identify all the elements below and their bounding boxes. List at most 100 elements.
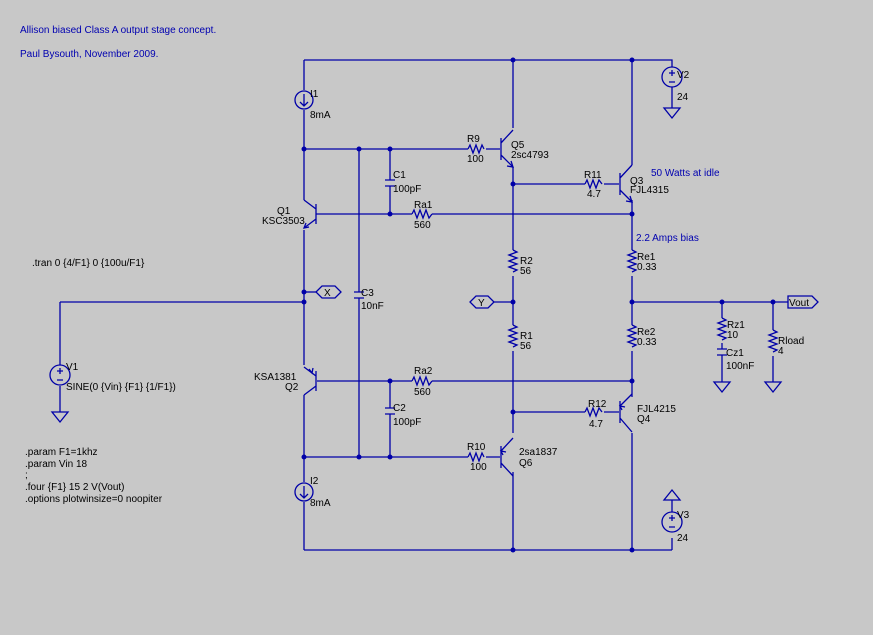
junction [629,57,635,63]
net-label-x[interactable]: X [315,285,342,299]
ra1-ref: Ra1 [414,200,433,211]
junction [719,299,725,305]
resistor-rload[interactable] [767,329,779,353]
ra1-value: 560 [414,220,431,231]
v3-ref: V3 [677,510,690,521]
current-source-i2[interactable] [294,482,314,502]
junction [356,146,362,152]
junction [629,299,635,305]
directive-four: .four {F1} 15 2 V(Vout) [25,482,125,493]
resistor-re2[interactable] [626,324,638,348]
schematic-author: Paul Bysouth, November 2009. [20,49,158,60]
q4-ref: Q4 [637,414,651,425]
ra2-ref: Ra2 [414,366,433,377]
junction [629,378,635,384]
resistor-ra1[interactable] [411,208,433,220]
q4-model: FJL4215 [637,404,676,415]
current-source-i1[interactable] [294,90,314,110]
net-label-vout[interactable]: Vout [787,295,819,309]
junction [387,378,393,384]
q6-model: 2sa1837 [519,447,558,458]
re1-ref: Re1 [637,252,656,263]
c3-value: 10nF [361,301,384,312]
transistor-q1[interactable] [302,199,317,229]
ground-symbol [712,381,732,394]
junction [510,57,516,63]
r12-value: 4.7 [589,419,603,430]
c3-ref: C3 [361,288,374,299]
transistor-q6[interactable] [499,437,514,477]
junctions [301,57,776,553]
q6-ref: Q6 [519,458,533,469]
resistor-r9[interactable] [467,143,485,155]
cz1-ref: Cz1 [726,348,744,359]
r1-value: 56 [520,341,532,352]
q5-model: 2sc4793 [511,150,549,161]
c2-ref: C2 [393,403,406,414]
r2-ref: R2 [520,256,533,267]
transistor-q2[interactable] [303,366,317,396]
resistor-ra2[interactable] [411,375,433,387]
resistor-r1[interactable] [507,324,519,348]
rz1-value: 10 [727,330,739,341]
r10-value: 100 [470,462,487,473]
net-label-y-text: Y [478,298,485,309]
re1-value: 0.33 [637,262,657,273]
i1-value: 8mA [310,110,331,121]
r2-value: 56 [520,266,532,277]
directive-options: .options plotwinsize=0 noopiter [25,494,163,505]
i2-ref: I2 [310,476,319,487]
schematic-title: Allison biased Class A output stage conc… [20,25,216,36]
r9-value: 100 [467,154,484,165]
r10-ref: R10 [467,442,486,453]
resistor-r12[interactable] [584,406,603,418]
c2-value: 100pF [393,417,421,428]
cz1-value: 100nF [726,361,754,372]
resistor-r11[interactable] [584,178,603,190]
note-idle-power: 50 Watts at idle [651,168,720,179]
net-label-vout-text: Vout [789,298,809,309]
transistor-q5[interactable] [500,129,514,168]
i2-value: 8mA [310,498,331,509]
net-label-x-text: X [324,288,331,299]
capacitor-c3[interactable] [354,291,364,299]
junction [387,454,393,460]
q3-model: FJL4315 [630,185,669,196]
q2-ref: Q2 [285,382,299,393]
r11-ref: R11 [584,170,602,181]
v1-ref: V1 [66,362,79,373]
wire-input [59,301,304,412]
c1-ref: C1 [393,170,406,181]
resistor-re1[interactable] [626,249,638,273]
c1-value: 100pF [393,184,421,195]
transistor-q3[interactable] [619,164,633,203]
directive-param-f1: .param F1=1khz [25,447,98,458]
capacitor-c2[interactable] [385,407,395,415]
voltage-source-v1[interactable] [49,364,71,386]
i1-ref: I1 [310,89,319,100]
v3-value: 24 [677,533,689,544]
junction [770,299,776,305]
directive-comment: ; [25,470,28,481]
ground-symbol [50,411,70,424]
resistor-r10[interactable] [467,451,485,463]
r12-ref: R12 [588,399,607,410]
resistor-rz1[interactable] [716,317,728,341]
transistor-q4[interactable] [618,393,633,433]
resistor-r2[interactable] [507,249,519,273]
re2-ref: Re2 [637,327,656,338]
net-label-y[interactable]: Y [469,295,495,309]
rload-value: 4 [778,346,784,357]
v1-value: SINE(0 {Vin} {F1} {1/F1}) [66,382,176,393]
ra2-value: 560 [414,387,431,398]
capacitor-cz1[interactable] [717,348,727,356]
junction [301,299,307,305]
rz1-ref: Rz1 [727,320,745,331]
capacitor-c1[interactable] [385,179,395,187]
rload-ref: Rload [778,336,804,347]
r9-ref: R9 [467,134,480,145]
re2-value: 0.33 [637,337,657,348]
junction [301,146,307,152]
q5-ref: Q5 [511,140,525,151]
